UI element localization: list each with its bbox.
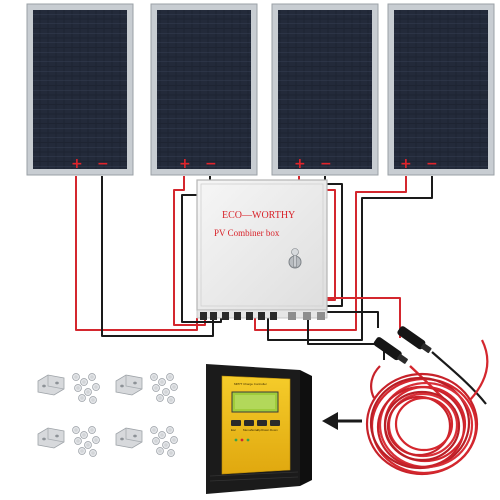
panel-plus-sign: + (179, 156, 191, 172)
red-cable-coil (365, 339, 489, 476)
key-lock-icon (288, 248, 302, 269)
controller-title: MPPT Charge Controller (234, 382, 267, 386)
mounting-brackets-set-3 (37, 426, 100, 457)
panel-plus-sign: + (71, 156, 83, 172)
panel-minus-sign: − (426, 156, 438, 172)
controller-button-labels: Esc Menu/Enter Up/Down Down (231, 428, 278, 432)
arrow-left-icon (322, 412, 362, 430)
combiner-brand-text: ECO—WORTHY (222, 210, 295, 221)
svg-text:Esc: Esc (231, 428, 237, 432)
mounting-brackets-set-4 (115, 426, 178, 457)
mounting-brackets-set-2 (115, 373, 178, 404)
solar-panel-3: + − (271, 3, 379, 176)
cable-glands (200, 312, 325, 320)
solar-panel-2: + − (150, 3, 258, 176)
controller-buttons (231, 420, 280, 426)
panel-minus-sign: − (97, 156, 109, 172)
panel-minus-sign: − (205, 156, 217, 172)
panel-plus-sign: + (294, 156, 306, 172)
panel-minus-sign: − (320, 156, 332, 172)
status-leds (234, 438, 250, 442)
svg-text:Down: Down (270, 428, 278, 432)
mounting-brackets-set-1 (37, 373, 100, 404)
panel-plus-sign: + (400, 156, 412, 172)
combiner-label-text: PV Combiner box (214, 228, 280, 238)
solar-panel-1: + − (26, 3, 134, 176)
svg-text:Menu/Enter: Menu/Enter (243, 428, 259, 432)
solar-panel-4: + − (387, 3, 495, 176)
mppt-charge-controller: MPPT Charge Controller Esc Menu/Enter Up… (206, 364, 312, 494)
pv-combiner-box: ECO—WORTHY PV Combiner box (196, 179, 328, 320)
svg-text:Up/Down: Up/Down (257, 428, 270, 432)
